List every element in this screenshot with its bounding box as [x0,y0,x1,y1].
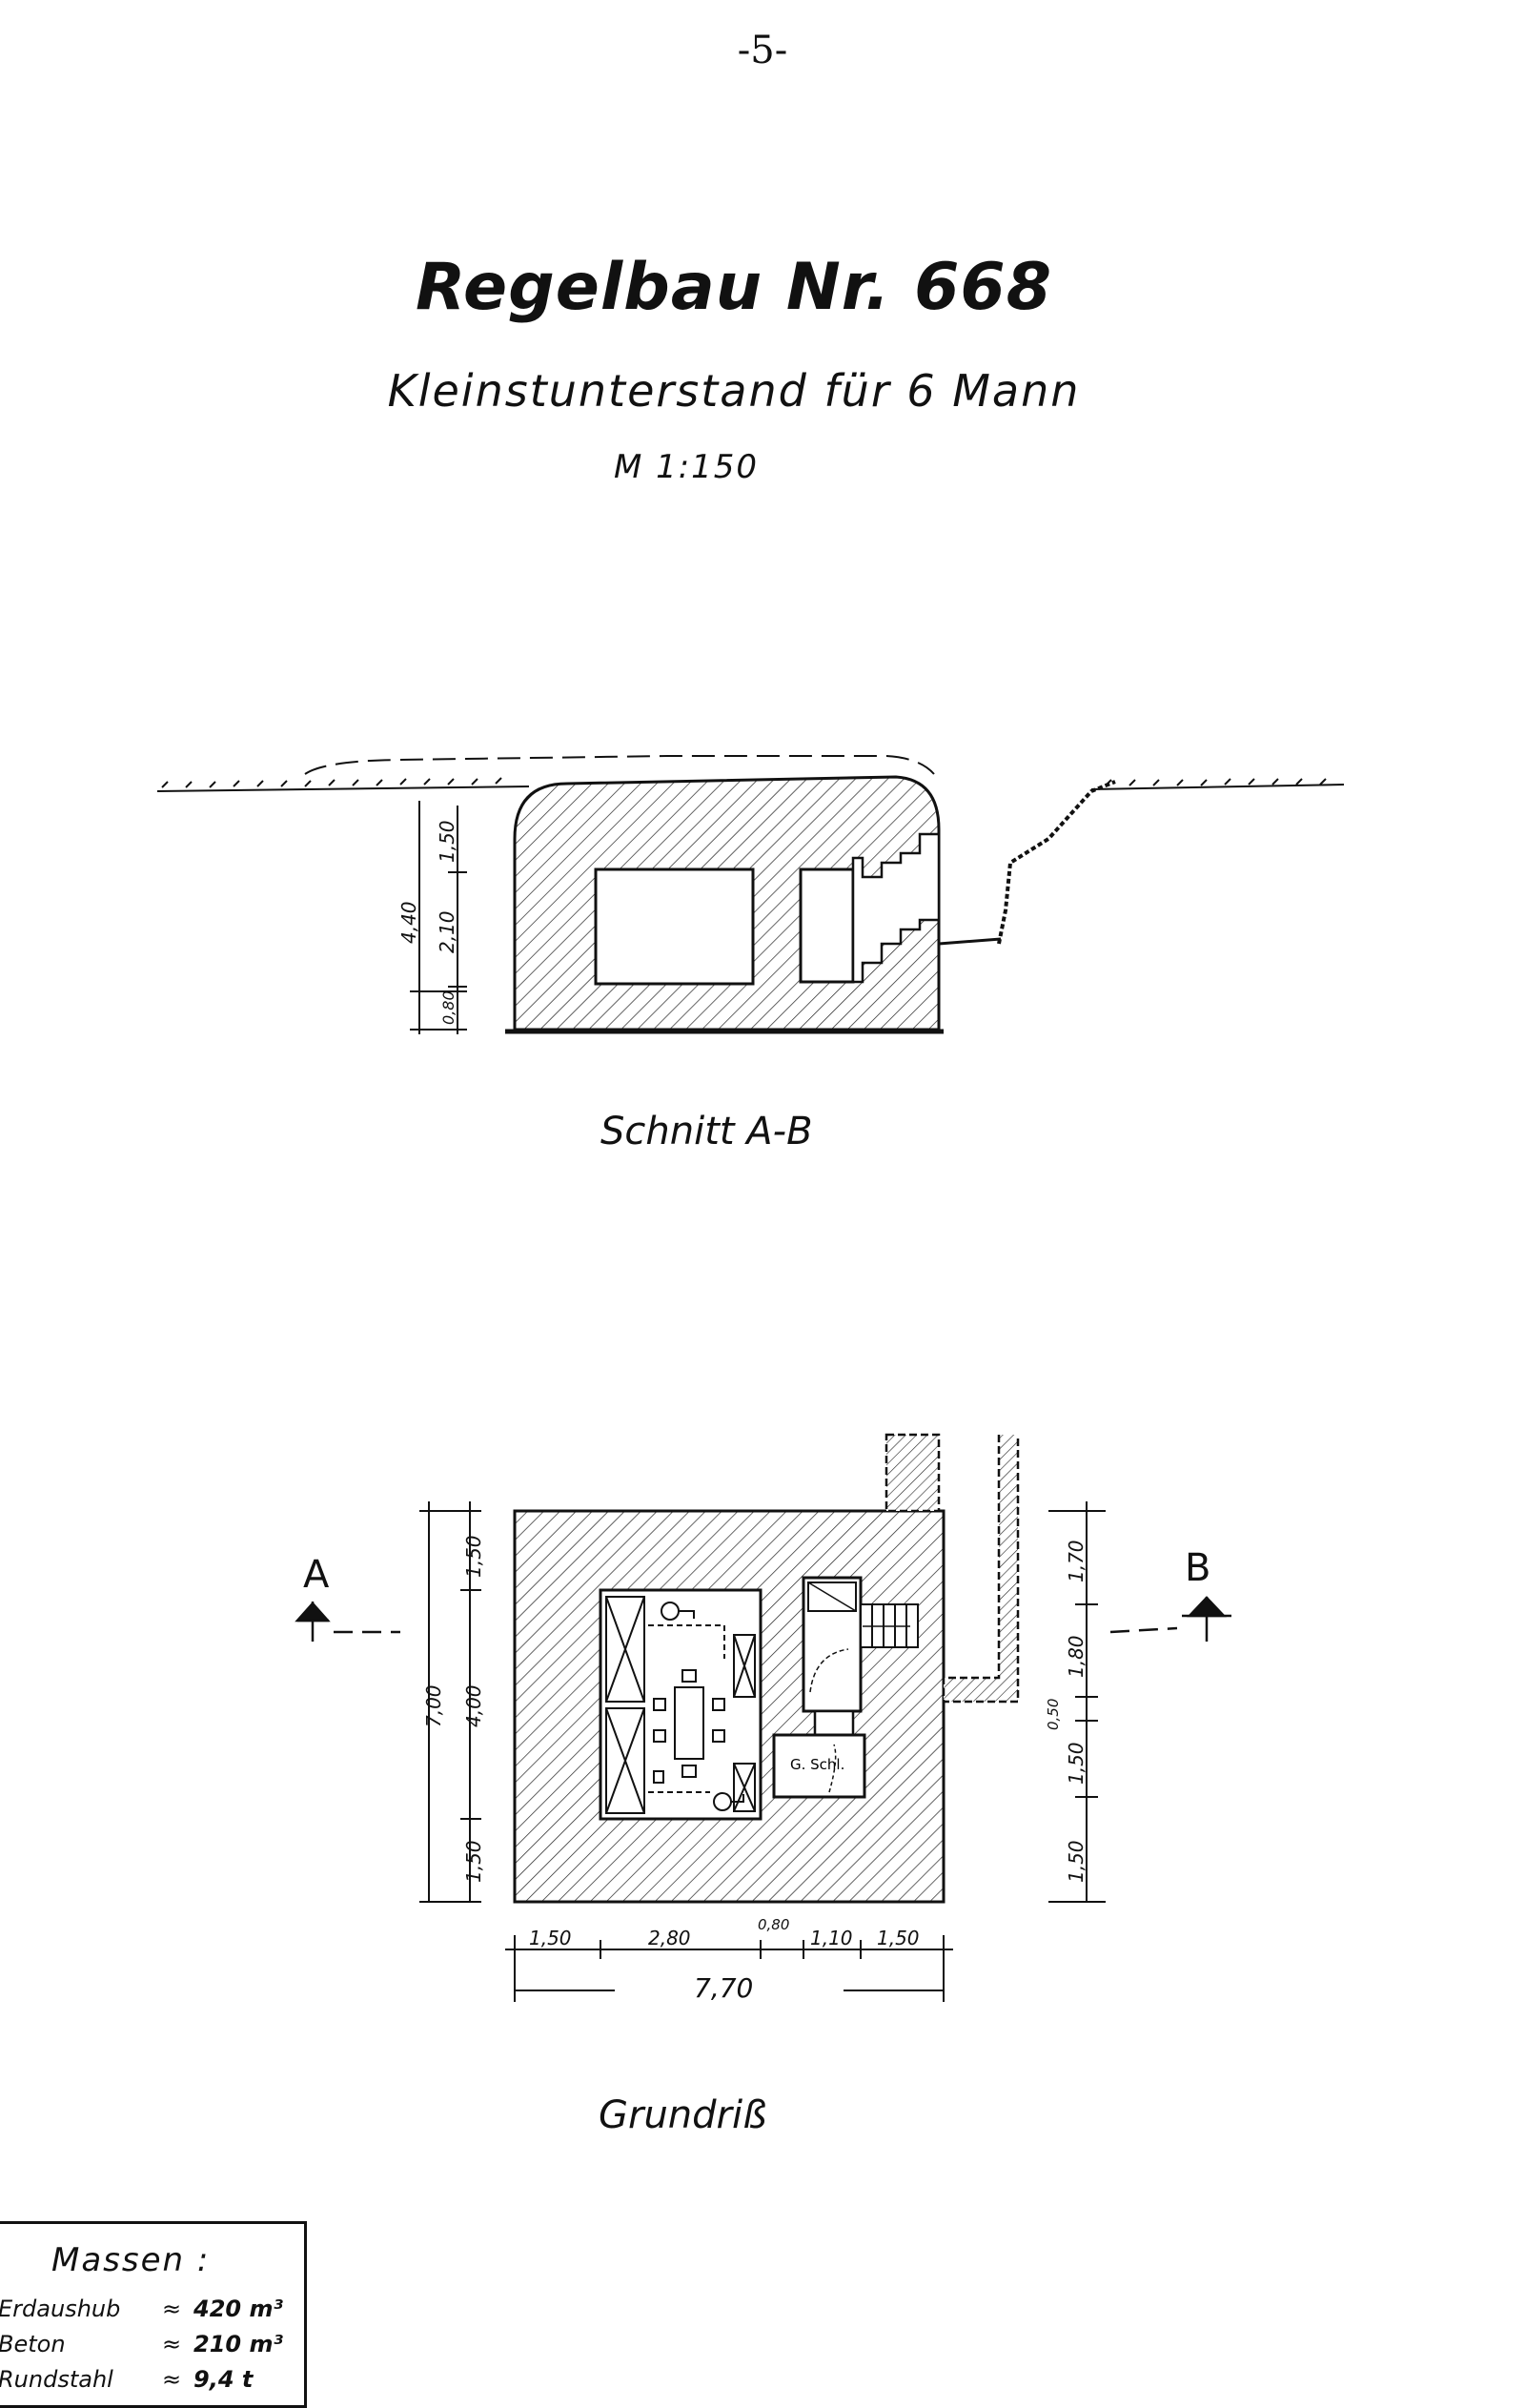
section-stair [851,832,941,984]
section-marker-a-label: A [303,1553,330,1597]
dim-plan-right-1: 1,70 [1065,1540,1088,1582]
gas-lock-label: G. Schl. [790,1756,844,1773]
page-number: -5- [737,29,788,72]
dim-section-top: 1,50 [436,820,458,863]
drawing-subtitle: Kleinstunterstand für 6 Mann [387,365,1081,417]
section-dimension-lines [410,801,467,1034]
dim-plan-left-middle: 4,00 [462,1684,485,1727]
dim-plan-bottom-1: 1,50 [529,1927,572,1949]
plan-caption: Grundriß [599,2093,766,2137]
dim-plan-right-2: 1,80 [1065,1635,1088,1678]
plan-stove-icons [648,1602,744,1811]
dim-plan-left-top: 1,50 [462,1535,485,1578]
dim-plan-right-3: 0,50 [1045,1699,1062,1730]
plan-dims-bottom [505,1935,953,2002]
plan-entrance-block [884,1433,941,1513]
plan-table [653,1669,725,1784]
drawing-scale: M 1:150 [613,448,760,486]
section-caption: Schnitt A-B [600,1110,813,1153]
dim-plan-total-width: 7,70 [694,1972,753,2004]
dim-section-middle: 2,10 [436,910,458,953]
section-anteroom [799,867,855,984]
dim-plan-bottom-4: 1,10 [810,1927,853,1949]
section-marker-b-label: B [1185,1546,1210,1590]
section-main-room [594,867,755,986]
section-marker-a [295,1602,400,1642]
drawing-title: Regelbau Nr. 668 [415,250,1053,325]
dim-plan-right-4: 1,50 [1065,1742,1088,1785]
plan-trench [942,1435,1020,1704]
dim-plan-total: 7,00 [422,1684,445,1727]
dim-plan-left-bottom: 1,50 [462,1840,485,1883]
ground-line-left [156,755,935,792]
quantities-box: Massen : Erdaushub ≈ 420 m³ Beton ≈ 210 … [0,2221,307,2408]
quantities-heading: Massen : [51,2241,211,2279]
section-view: 4,40 1,50 2,10 0,80 [156,755,1345,1034]
plan-stair [860,1603,919,1648]
dim-section-bottom: 0,80 [439,990,458,1025]
dim-section-total: 4,40 [397,901,420,944]
plan-dims-right [1048,1501,1106,1903]
plan-anteroom [802,1576,863,1713]
plan-bunks [605,1596,756,1814]
plan-dims-left [419,1501,481,1903]
dim-plan-bottom-2: 2,80 [648,1927,691,1949]
trench-slope-right [997,778,1345,945]
section-marker-b [1109,1596,1231,1642]
plan-gas-lock [772,1733,866,1799]
plan-view: G. Schl. A B 7,00 1,50 4,00 1,50 [295,1433,1231,2004]
dim-plan-bottom-5: 1,50 [877,1927,920,1949]
dim-plan-bottom-3: 0,80 [758,1916,789,1933]
dim-plan-right-5: 1,50 [1065,1840,1088,1883]
